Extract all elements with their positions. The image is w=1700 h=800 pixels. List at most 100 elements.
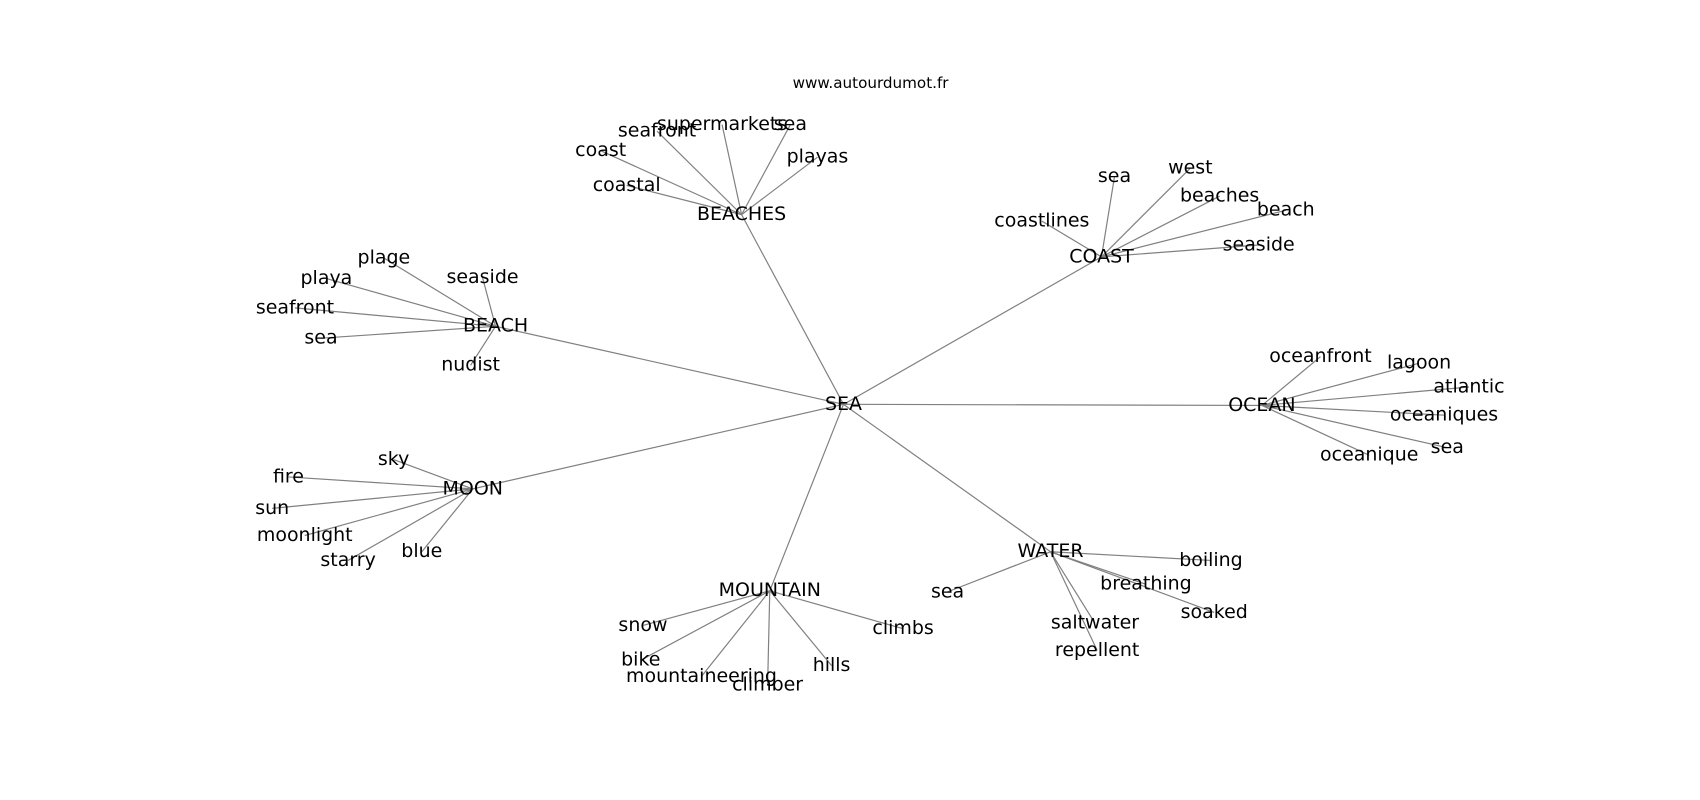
leaf-node-climber: climber [732,674,803,696]
edge-ocean-oceanfront [1261,356,1321,406]
leaf-node-seafront: seafront [618,120,696,142]
edge-water-sea [947,551,1051,593]
edge-moon-fire [288,476,473,490]
cluster-node-beach: BEACH [463,315,528,337]
leaf-node-sea: sea [774,113,807,135]
edge-center-ocean [843,403,1262,407]
edge-water-boiling [1050,551,1212,562]
edge-moon-starry [347,488,474,561]
edge-water-soaked [1050,551,1215,614]
leaf-node-repellent: repellent [1055,639,1139,661]
edge-beach-sea [320,325,496,339]
edge-moon-blue [421,488,474,553]
edge-beaches-coast [600,150,742,216]
leaf-node-bike: bike [621,649,660,671]
edge-ocean-oceaniques [1261,404,1445,416]
edge-ocean-sea [1261,404,1448,449]
leaf-node-hills: hills [813,654,851,676]
cluster-node-beaches: BEACHES [697,203,786,225]
leaf-node-beach: beach [1257,199,1315,221]
edge-mountain-hills [769,590,833,666]
leaf-node-oceanique: oceanique [1320,444,1418,466]
leaf-node-west: west [1168,156,1213,178]
edge-beach-seafront [294,307,496,327]
site-title: www.autourdumot.fr [793,74,950,92]
leaf-node-oceaniques: oceaniques [1390,404,1498,426]
edge-mountain-climber [767,590,771,686]
edge-center-moon [472,403,844,490]
edge-coast-coastlines [1041,220,1102,258]
leaf-node-fire: fire [273,465,304,487]
center-node-label: SEA [825,393,862,415]
edge-beaches-coastal [626,184,742,216]
leaf-node-supermarkets: supermarkets [657,113,787,135]
leaf-node-boiling: boiling [1179,549,1243,571]
edge-ocean-atlantic [1261,386,1470,407]
cluster-node-water: WATER [1018,540,1084,562]
leaf-node-beaches: beaches [1180,185,1259,207]
leaf-node-lagoon: lagoon [1387,352,1451,374]
edge-coast-west [1101,167,1191,258]
leaf-node-playa: playa [301,267,353,289]
edge-beach-nudist [470,325,497,366]
leaf-node-sun: sun [255,497,289,519]
leaf-node-sea: sea [1431,436,1464,458]
edge-beaches-seafront [656,130,743,216]
edge-coast-sea [1100,176,1116,258]
edge-center-water [843,403,1051,553]
edge-water-saltwater [1050,551,1096,624]
edge-beaches-sea [741,124,791,215]
edge-ocean-oceanique [1261,404,1370,456]
leaf-node-sea: sea [1098,165,1131,187]
edge-center-beach [495,325,844,405]
edge-mountain-bike [640,590,771,661]
leaf-node-oceanfront: oceanfront [1269,345,1371,367]
leaf-node-plage: plage [358,246,411,268]
cluster-node-moon: MOON [443,477,503,499]
edge-mountain-snow [642,590,770,627]
leaf-node-coastlines: coastlines [994,210,1089,232]
leaf-node-starry: starry [320,549,375,571]
leaf-node-soaked: soaked [1181,601,1248,623]
leaf-node-coastal: coastal [593,174,661,196]
cluster-node-coast: COAST [1069,245,1134,267]
leaf-node-moonlight: moonlight [257,524,353,546]
edge-ocean-lagoon [1261,362,1420,406]
leaf-node-seaside: seaside [446,266,518,288]
edge-coast-beaches [1101,195,1220,258]
edge-beach-seaside [481,277,497,327]
cluster-node-ocean: OCEAN [1228,394,1295,416]
edge-water-repellent [1050,551,1098,651]
edge-center-mountain [769,404,845,592]
edges [272,124,1470,686]
edge-moon-sky [393,459,473,490]
leaf-node-sky: sky [378,448,409,470]
labels: www.autourdumot.fr SEABEACHESseafrontsup… [255,74,1504,696]
leaf-node-coast: coast [575,139,626,161]
leaf-node-sea: sea [931,580,964,602]
leaf-node-atlantic: atlantic [1433,375,1504,397]
leaf-node-saltwater: saltwater [1051,612,1139,634]
leaf-node-sea: sea [304,327,337,349]
leaf-node-seafront: seafront [256,296,334,318]
edge-mountain-climbs [769,590,904,630]
leaf-node-climbs: climbs [872,617,933,639]
edge-coast-beach [1101,209,1286,258]
leaf-node-seaside: seaside [1223,233,1295,255]
edge-moon-moonlight [304,488,473,537]
edge-beaches-supermarkets [721,124,743,215]
edge-center-coast [843,256,1102,405]
edge-coast-seaside [1101,244,1259,258]
leaf-node-blue: blue [401,540,442,562]
leaf-node-playas: playas [787,146,849,168]
leaf-node-breathing: breathing [1100,573,1192,595]
edge-center-beaches [741,214,845,405]
edge-moon-sun [272,488,473,509]
edge-beaches-playas [741,156,818,216]
edge-mountain-mountaineering [701,590,771,677]
edge-beach-plage [383,257,496,327]
cluster-node-mountain: MOUNTAIN [719,579,821,601]
edge-beach-playa [326,278,496,327]
